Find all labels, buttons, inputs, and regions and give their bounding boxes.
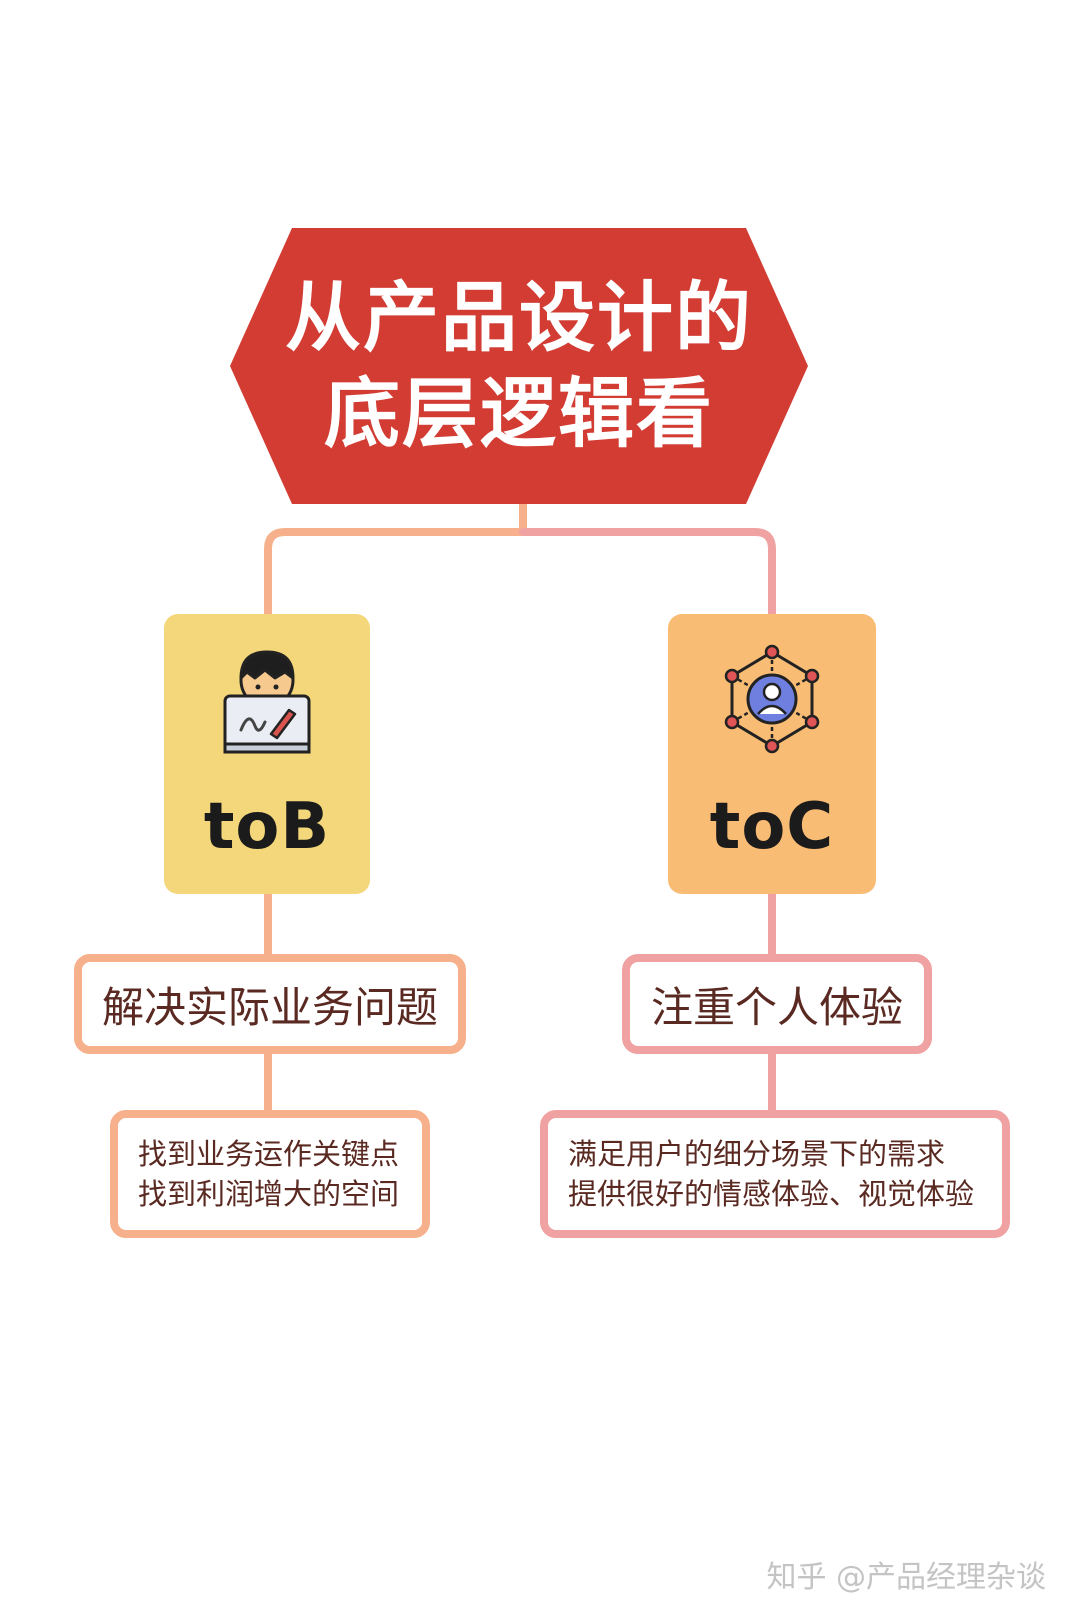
title-line-1: 从产品设计的 xyxy=(285,273,753,362)
toc-detail-box: 满足用户的细分场景下的需求 提供很好的情感体验、视觉体验 xyxy=(540,1110,1010,1238)
tob-detail-box: 找到业务运作关键点 找到利润增大的空间 xyxy=(110,1110,430,1238)
tob-card: toB xyxy=(164,614,370,894)
tob-detail-line: 找到利润增大的空间 xyxy=(138,1177,400,1211)
toc-card: toC xyxy=(668,614,876,894)
tob-detail-line: 找到业务运作关键点 xyxy=(138,1137,400,1171)
toc-summary-text: 注重个人体验 xyxy=(650,982,903,1032)
watermark: 知乎 @产品经理杂谈 xyxy=(766,1560,1046,1595)
diagram-title: 从产品设计的 底层逻辑看 xyxy=(230,228,808,504)
toc-detail-line: 提供很好的情感体验、视觉体验 xyxy=(568,1177,975,1211)
tob-label: toB xyxy=(203,790,331,864)
toc-detail-line: 满足用户的细分场景下的需求 xyxy=(568,1137,946,1171)
title-line-2: 底层逻辑看 xyxy=(324,369,714,458)
user-network-icon xyxy=(720,644,824,758)
title-hexagon: 从产品设计的 底层逻辑看 xyxy=(230,228,808,504)
toc-summary-box: 注重个人体验 xyxy=(622,954,932,1054)
designer-laptop-icon xyxy=(219,644,315,758)
toc-label: toC xyxy=(709,790,835,864)
tob-summary-box: 解决实际业务问题 xyxy=(74,954,466,1054)
tob-summary-text: 解决实际业务问题 xyxy=(101,982,438,1032)
